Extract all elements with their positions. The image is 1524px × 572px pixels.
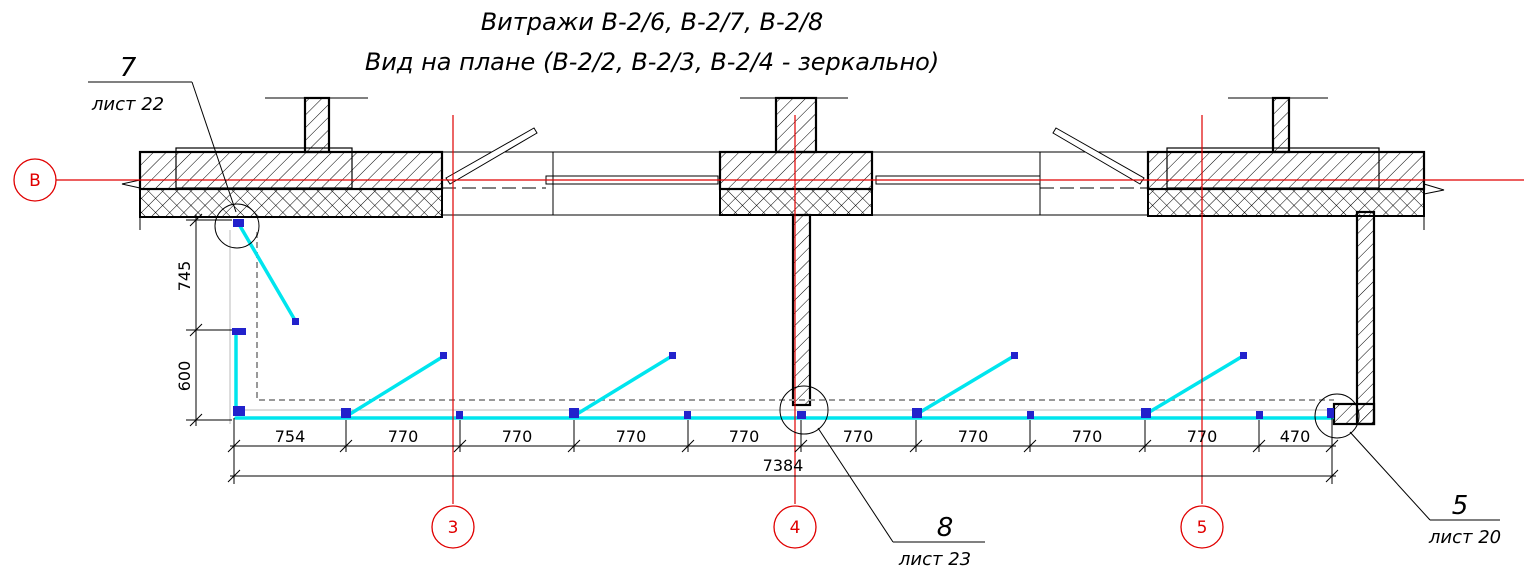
- dim-seg-3: 770: [502, 427, 533, 446]
- dim-seg-4: 770: [616, 427, 647, 446]
- dim-seg-9: 770: [1187, 427, 1218, 446]
- callout-8-sheet: лист 23: [898, 549, 971, 570]
- dim-seg-2: 770: [388, 427, 419, 446]
- callout-5-number: 5: [1452, 491, 1469, 521]
- callout-7-sheet: лист 22: [91, 94, 164, 115]
- callout-leaders: [88, 81, 1500, 543]
- dim-seg-1: 754: [275, 427, 306, 446]
- wall-structure: [121, 96, 1445, 230]
- dim-seg-10: 470: [1280, 427, 1311, 446]
- dim-seg-7: 770: [958, 427, 989, 446]
- drawing-title-line2: Вид на плане (В-2/2, В-2/3, В-2/4 - зерк…: [365, 48, 939, 76]
- window-openings: [442, 127, 1148, 216]
- dim-vertical-600: 600: [175, 361, 194, 392]
- axis-label-col-5: 5: [1197, 518, 1208, 538]
- axis-label-col-3: 3: [448, 518, 459, 538]
- drawing-title-line1: Витражи В-2/6, В-2/7, В-2/8: [481, 8, 824, 36]
- callout-8-number: 8: [937, 513, 954, 543]
- dim-total: 7384: [763, 456, 804, 475]
- dim-seg-6: 770: [843, 427, 874, 446]
- callout-5-sheet: лист 20: [1428, 527, 1501, 548]
- grid-axes: [13, 115, 1524, 549]
- glazing-lines: [234, 224, 1334, 420]
- partition-walls: [791, 210, 1376, 426]
- glazing-nodes: [232, 219, 1334, 419]
- callout-7-number: 7: [120, 53, 137, 83]
- dim-vertical-745: 745: [175, 261, 194, 292]
- dim-seg-8: 770: [1072, 427, 1103, 446]
- axis-label-col-4: 4: [790, 518, 801, 538]
- glazing-contour: [229, 230, 1334, 424]
- dimension-lines: [186, 213, 1339, 484]
- dim-seg-5: 770: [729, 427, 760, 446]
- axis-label-row: В: [29, 171, 41, 191]
